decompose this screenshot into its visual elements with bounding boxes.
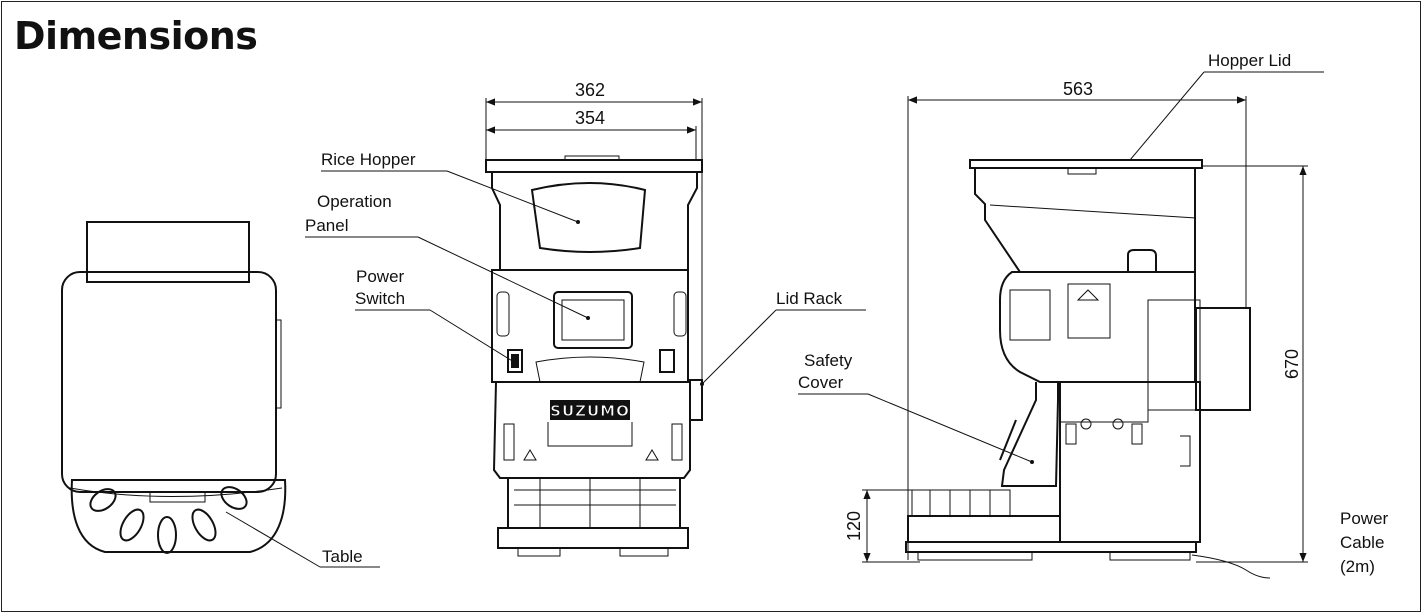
side-lower-body: [1059, 381, 1201, 543]
label-power-switch-line2: Switch: [355, 289, 405, 308]
warning-icon: [523, 449, 537, 461]
front-lower-body: [492, 381, 691, 479]
panel-screen: [561, 299, 625, 341]
side-upper-body: [999, 271, 1196, 383]
front-base: [497, 527, 689, 549]
side-view: 563 670 120: [844, 79, 1308, 579]
label-power-cable-line2: Cable: [1340, 533, 1384, 552]
label-rice-hopper: Rice Hopper: [321, 150, 416, 169]
dim-table-height: 120: [844, 511, 864, 541]
side-safety-cover[interactable]: [1000, 382, 1059, 487]
label-table: Table: [322, 547, 363, 566]
side-power-cable: [1191, 554, 1271, 579]
front-table: [507, 477, 681, 529]
front-hopper-window: [530, 182, 647, 253]
table-slot: [89, 488, 117, 512]
top-view-table: [70, 479, 287, 553]
table-slot: [191, 508, 217, 542]
side-lid-rack: [1195, 307, 1251, 411]
table-slot: [157, 516, 177, 554]
suzumo-logo-text: SUZUMO: [550, 402, 630, 420]
side-dispenser: [1059, 381, 1149, 423]
side-table-rack: [911, 489, 1011, 517]
side-base: [905, 541, 1197, 553]
side-hopper-handle: [1127, 249, 1157, 272]
top-view-lid-rack: [275, 319, 282, 409]
dim-front-overall-width: 362: [575, 80, 605, 100]
side-rice-hopper: [974, 168, 1196, 273]
side-table-base: [907, 515, 1061, 543]
dim-side-height: 670: [1282, 349, 1302, 379]
front-view: SUZUMO 362 354: [485, 80, 703, 557]
table-slot: [119, 508, 145, 542]
top-view-body: [61, 271, 277, 493]
front-side-handle: [496, 291, 510, 337]
label-operation-panel-line1: Operation: [317, 192, 392, 211]
label-power-switch-line1: Power: [356, 267, 405, 286]
labels: Rice Hopper Operation Panel Power Switch…: [305, 51, 1389, 576]
front-side-handle: [673, 291, 687, 337]
front-lid-rack: [689, 379, 703, 421]
dim-side-depth: 563: [1063, 79, 1093, 99]
warning-icon: [1076, 289, 1100, 301]
side-hopper-lid: [969, 159, 1203, 169]
label-safety-cover-line2: Cover: [798, 373, 844, 392]
top-view-hopper: [86, 221, 250, 283]
label-power-cable-line1: Power: [1340, 509, 1389, 528]
label-operation-panel-line2: Panel: [305, 216, 348, 235]
front-hopper-lid: [485, 159, 703, 173]
top-view: [61, 221, 380, 568]
front-operation-panel[interactable]: [553, 291, 633, 349]
front-rice-hopper: [491, 171, 698, 271]
label-safety-cover-line1: Safety: [804, 351, 853, 370]
front-side-knob: [659, 349, 675, 373]
warning-icon: [645, 449, 659, 461]
side-warning-label: [1067, 283, 1111, 339]
table-slot: [220, 486, 248, 510]
label-lid-rack: Lid Rack: [776, 289, 843, 308]
label-power-cable-line3: (2m): [1340, 557, 1375, 576]
label-hopper-lid: Hopper Lid: [1208, 51, 1291, 70]
front-power-switch[interactable]: [507, 349, 523, 373]
suzumo-logo-plate: [550, 400, 630, 420]
dim-front-body-width: 354: [575, 108, 605, 128]
page-title: Dimensions: [14, 14, 258, 58]
